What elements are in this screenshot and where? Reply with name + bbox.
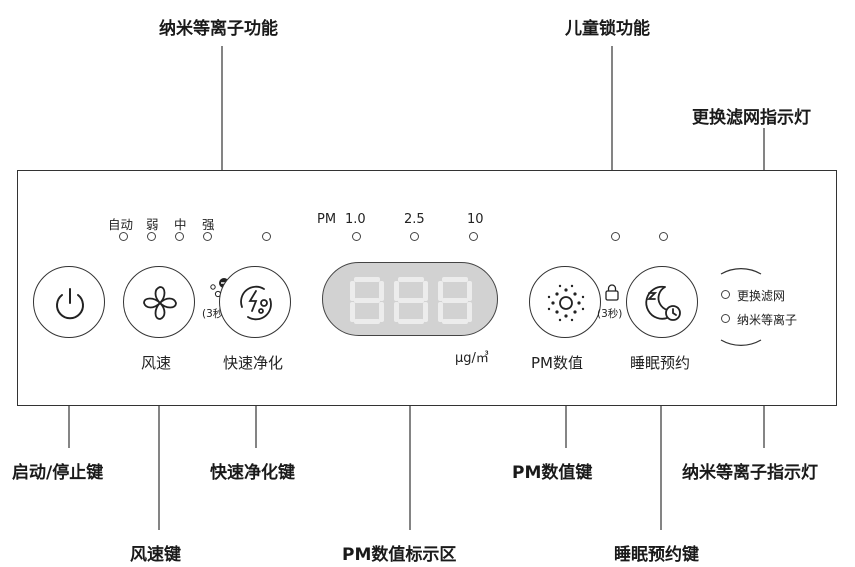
speed-high-label: 强 (202, 217, 215, 232)
callout-filter-replace-indicator: 更换滤网指示灯 (692, 108, 811, 128)
fan-icon (143, 286, 177, 320)
pm-2-5-led (410, 232, 419, 241)
nano-ion-led (721, 314, 730, 323)
hold-3s-right: (3秒) (597, 308, 623, 320)
fast-purify-icon (240, 285, 272, 321)
sleep-led (659, 232, 668, 241)
pm-sensor-icon (547, 284, 585, 322)
child-lock-led (611, 232, 620, 241)
speed-mid-led (175, 232, 184, 241)
pm-display (322, 262, 498, 336)
fast-purify-led (262, 232, 271, 241)
indicator-nano-label: 纳米等离子 (737, 313, 798, 327)
pm-10-label: 10 (467, 212, 484, 227)
callout-fan-speed-key: 风速键 (130, 545, 181, 565)
callout-nano-ion-indicator: 纳米等离子指示灯 (682, 463, 818, 483)
callout-pm-value-key: PM数值键 (512, 463, 593, 483)
speed-auto-label: 自动 (108, 217, 134, 232)
pm-1-0-led (352, 232, 361, 241)
fast-purify-button[interactable] (219, 266, 291, 338)
indicator-filter-label: 更换滤网 (737, 289, 786, 303)
power-button[interactable] (33, 266, 105, 338)
power-icon (56, 288, 84, 320)
pm-value-caption: PM数值 (531, 354, 583, 372)
fast-purify-caption: 快速净化 (223, 354, 284, 372)
speed-low-label: 弱 (146, 217, 159, 232)
speed-auto-led (119, 232, 128, 241)
lock-icon (605, 284, 619, 301)
pm-10-led (469, 232, 478, 241)
sleep-schedule-button[interactable] (626, 266, 698, 338)
sleep-moon-icon (645, 285, 681, 321)
callout-fast-purify-key: 快速净化键 (210, 463, 295, 483)
pm-2-5-label: 2.5 (404, 212, 425, 227)
fan-speed-button[interactable] (123, 266, 195, 338)
seven-segment-digits (350, 277, 472, 324)
callout-sleep-schedule-key: 睡眠预约键 (614, 545, 699, 565)
pm-1-0-label: 1.0 (345, 212, 366, 227)
callout-nano-ion-function: 纳米等离子功能 (159, 19, 278, 39)
callout-pm-display-area: PM数值标示区 (342, 545, 457, 565)
speed-high-led (203, 232, 212, 241)
fan-speed-caption: 风速 (141, 354, 172, 372)
unit-label: μg/㎥ (455, 351, 489, 366)
callout-child-lock-function: 儿童锁功能 (565, 19, 650, 39)
speed-mid-label: 中 (174, 217, 187, 232)
callout-power-key: 启动/停止键 (12, 463, 104, 483)
indicator-bracket (720, 268, 762, 346)
sleep-caption: 睡眠预约 (630, 354, 691, 372)
filter-replace-led (721, 290, 730, 299)
pm-label: PM (317, 212, 337, 227)
pm-value-button[interactable] (529, 266, 601, 338)
speed-low-led (147, 232, 156, 241)
